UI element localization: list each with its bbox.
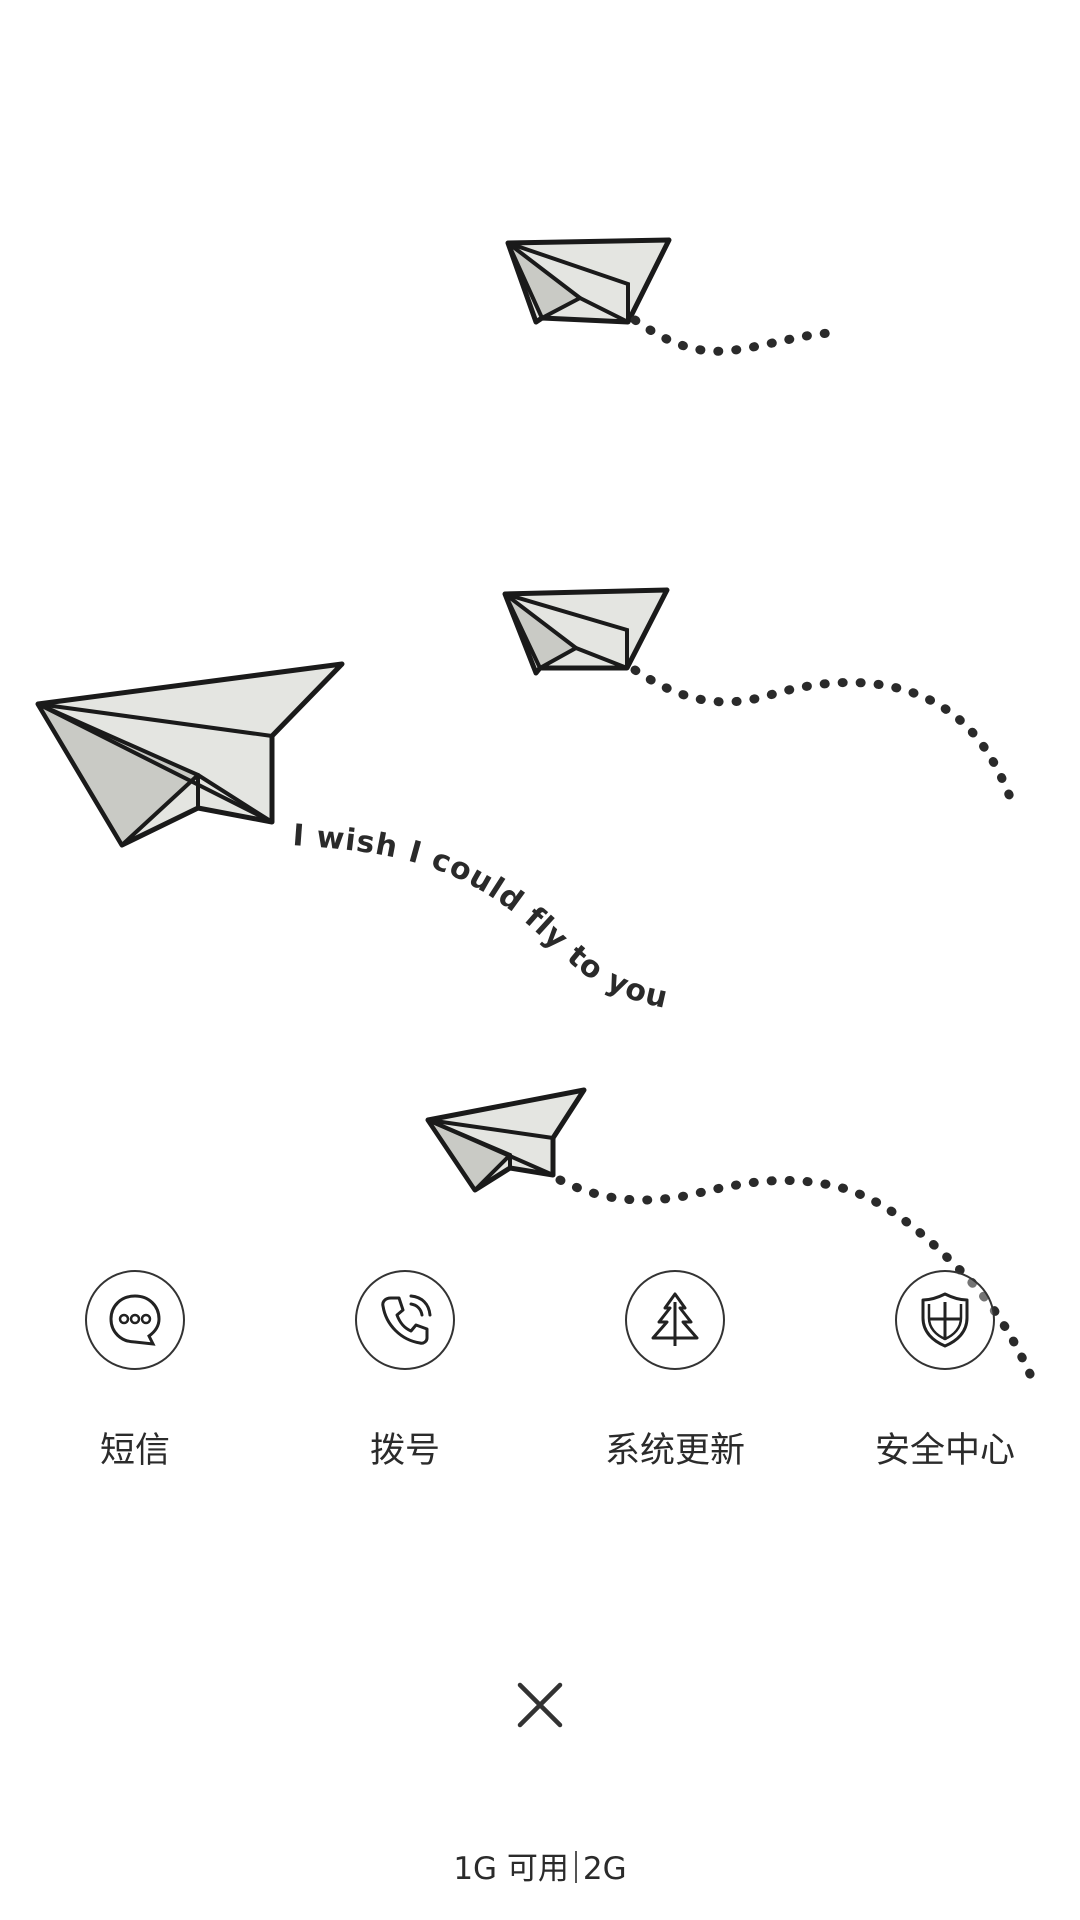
- app-security-center[interactable]: 安全中心: [845, 1270, 1045, 1473]
- tree-icon[interactable]: [625, 1270, 725, 1370]
- memory-separator: [574, 1851, 577, 1883]
- app-messages[interactable]: 短信: [35, 1270, 235, 1473]
- wallpaper-caption: I wish I could fly to you: [292, 818, 672, 1016]
- app-label-security-center: 安全中心: [874, 1431, 1015, 1471]
- app-label-messages: 短信: [99, 1431, 170, 1471]
- phone-icon[interactable]: [355, 1270, 455, 1370]
- shield-icon[interactable]: [895, 1270, 995, 1370]
- paper-plane-middle: [502, 587, 1020, 815]
- paper-plane-top: [505, 237, 835, 356]
- paper-plane-lower: [425, 1087, 1040, 1390]
- close-icon: [517, 1682, 563, 1728]
- app-system-update[interactable]: 系统更新: [575, 1270, 775, 1473]
- app-label-system-update: 系统更新: [604, 1431, 745, 1471]
- message-icon[interactable]: [85, 1270, 185, 1370]
- memory-status: 1G 可用 2G: [0, 1843, 1080, 1888]
- app-dialer[interactable]: 拨号: [305, 1270, 505, 1473]
- paper-plane-large: [35, 661, 345, 848]
- memory-available: 1G 可用: [453, 1851, 569, 1887]
- memory-total: 2G: [582, 1851, 627, 1887]
- app-label-dialer: 拨号: [369, 1431, 440, 1471]
- clear-all-button[interactable]: [505, 1670, 575, 1740]
